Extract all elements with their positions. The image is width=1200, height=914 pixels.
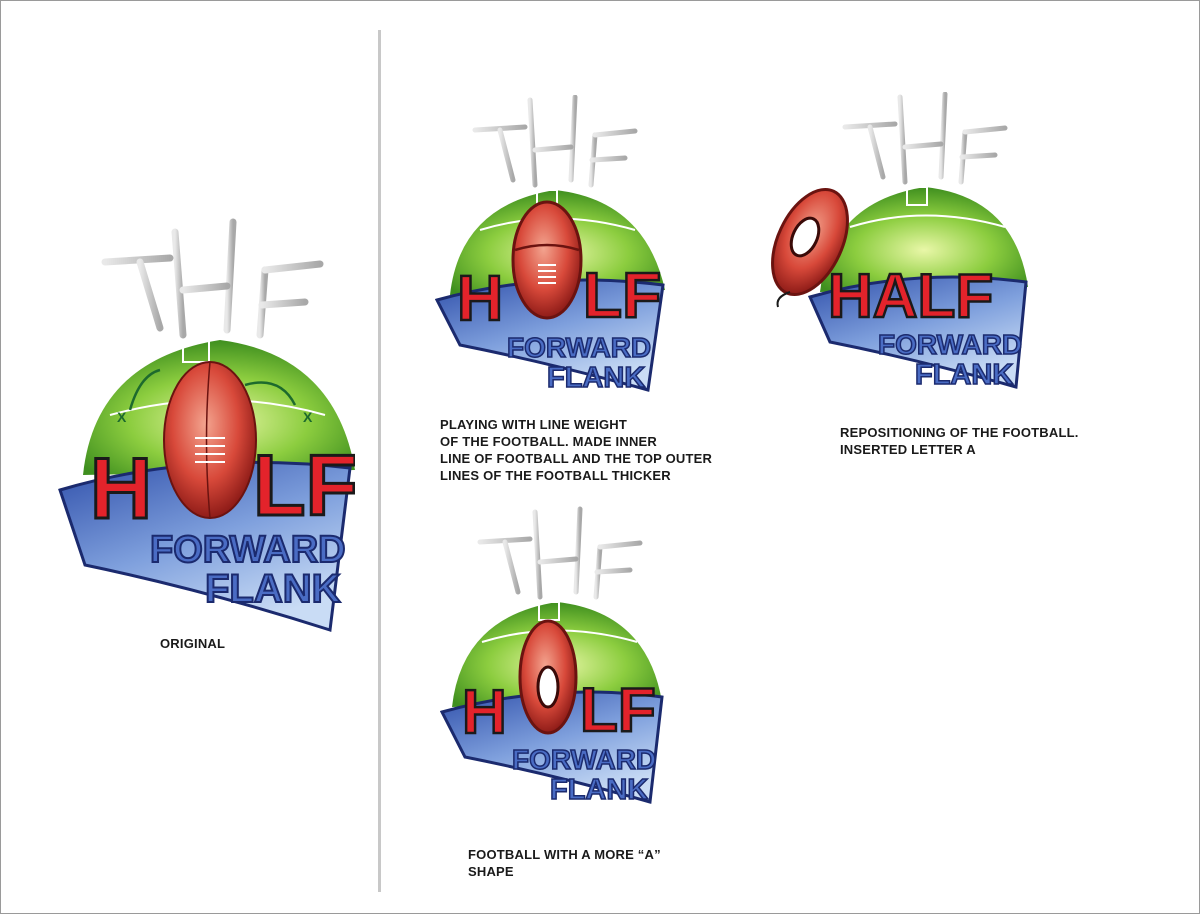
- football-icon: [771, 187, 849, 308]
- forward-word: FORWARD: [512, 744, 656, 775]
- logo-variant-a-shape: H LF FORWARD FLANK: [440, 506, 664, 805]
- football-icon: [511, 200, 583, 320]
- svg-text:HALF: HALF: [828, 262, 993, 331]
- logo-variant-repositioned: HALF FORWARD FLANK: [771, 92, 1028, 392]
- half-word: H LF: [461, 675, 657, 749]
- forward-word: FORWARD: [150, 529, 346, 571]
- flank-word: FLANK: [915, 359, 1013, 391]
- forward-word: FORWARD: [507, 332, 651, 363]
- flank-word: FLANK: [550, 774, 648, 805]
- flank-word: FLANK: [205, 567, 341, 611]
- svg-text:H: H: [457, 262, 503, 334]
- svg-text:LF: LF: [583, 259, 661, 331]
- the-letters: [477, 506, 643, 600]
- the-letters: [101, 218, 324, 339]
- flank-word: FLANK: [547, 362, 645, 394]
- half-word: H LF: [456, 258, 663, 336]
- svg-text:X: X: [117, 409, 127, 425]
- caption-repositioned: REPOSITIONING OF THE FOOTBALL. INSERTED …: [840, 425, 1079, 457]
- the-letters: [472, 95, 638, 188]
- half-word: H LF: [89, 437, 356, 539]
- half-word: HALF: [827, 261, 995, 333]
- football-icon: [518, 619, 578, 735]
- football-icon: [163, 361, 257, 519]
- caption-line-weight: PLAYING WITH LINE WEIGHT OF THE FOOTBALL…: [440, 417, 713, 483]
- banner: [58, 460, 352, 632]
- column-divider: [378, 30, 381, 892]
- forward-word: FORWARD: [878, 329, 1022, 360]
- caption-a-shape: FOOTBALL WITH A MORE “A” SHAPE: [468, 847, 661, 879]
- caption-original: ORIGINAL: [160, 636, 226, 651]
- svg-text:X: X: [303, 409, 313, 425]
- logo-original: X X H LF FORWARD FLANK: [58, 218, 356, 632]
- logo-variant-line-weight: H LF FORWARD FLANK: [435, 95, 665, 395]
- svg-text:H: H: [90, 441, 152, 537]
- svg-text:LF: LF: [580, 676, 656, 745]
- svg-text:H: H: [462, 678, 507, 747]
- svg-text:LF: LF: [253, 438, 355, 534]
- the-letters: [842, 92, 1008, 185]
